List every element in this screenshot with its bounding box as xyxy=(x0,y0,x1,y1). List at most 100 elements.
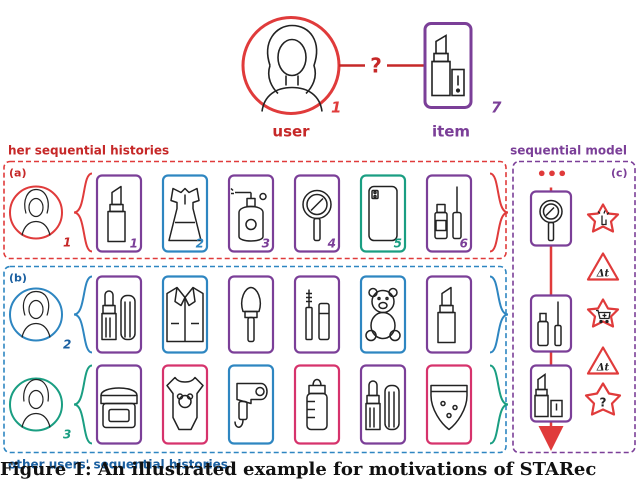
sequential-model-label: sequential model xyxy=(510,144,627,158)
woman-avatar-icon xyxy=(21,290,51,338)
history-item-box xyxy=(227,275,275,354)
panel-a-tag: (a) xyxy=(9,167,26,180)
history-item: 6 xyxy=(425,174,473,253)
panel-a-user-circle xyxy=(9,185,63,240)
panel-b-user3-circle xyxy=(9,377,63,432)
teddy-bear-icon xyxy=(365,287,401,342)
panel-c-frame xyxy=(512,160,636,454)
panel-a-right-brace xyxy=(489,172,509,253)
history-item-number: 1 xyxy=(130,237,138,251)
lipstick-pair-icon xyxy=(101,290,136,341)
history-item: 1 xyxy=(95,174,143,253)
panel-a: (a) 1 1 2 3 4 5 6 xyxy=(3,160,509,260)
add-to-cart-icon xyxy=(596,309,611,324)
top-item-label: item xyxy=(432,123,470,141)
panel-b: (b) 2 3 xyxy=(3,265,509,454)
dress-icon xyxy=(168,187,202,242)
panel-c: (c) ••• xyxy=(512,160,636,454)
top-user-circle xyxy=(241,16,341,115)
history-item-number: 2 xyxy=(196,237,204,251)
top-item: 7 item xyxy=(423,22,502,141)
lip-gloss-icon xyxy=(434,186,462,240)
question-star-shape xyxy=(584,382,622,416)
top-user-label: user xyxy=(272,123,310,141)
history-item xyxy=(161,364,209,445)
history-item-number: 6 xyxy=(460,237,468,251)
perfume-icon xyxy=(230,187,267,242)
panel-a-left-brace xyxy=(73,172,93,253)
seq-item-gloss-box xyxy=(529,294,573,353)
woman-avatar-icon xyxy=(21,378,51,428)
panel-a-frame xyxy=(3,160,507,260)
history-item: 5 xyxy=(359,174,407,253)
history-item-box xyxy=(161,364,209,445)
history-item-number: 5 xyxy=(394,237,402,251)
figure-caption: Figure 1: An illustrated example for mot… xyxy=(0,459,597,480)
panel-b-user2-circle xyxy=(9,287,63,342)
panel-c-dots: ••• xyxy=(537,165,568,184)
phone-icon xyxy=(368,185,398,242)
history-item xyxy=(227,364,275,445)
history-item-box xyxy=(425,364,473,445)
top-user: 1 user xyxy=(241,16,341,141)
history-item-box xyxy=(293,275,341,354)
delta-t-triangle-1 xyxy=(586,252,620,281)
history-item xyxy=(161,275,209,354)
panel-b-row3-right-brace xyxy=(489,364,509,445)
cream-jar-icon xyxy=(100,387,138,429)
woman-avatar-icon xyxy=(21,188,51,236)
panel-b-row3-left-brace xyxy=(73,364,93,445)
hand-mirror-icon xyxy=(302,189,332,242)
lip-gloss-icon xyxy=(537,301,562,347)
baby-onesie-icon xyxy=(166,376,204,431)
history-item-number: 4 xyxy=(327,237,336,251)
history-item-box xyxy=(293,364,341,445)
history-item-box xyxy=(227,174,275,253)
history-item-box xyxy=(95,364,143,445)
history-item-box xyxy=(359,275,407,354)
history-item xyxy=(227,275,275,354)
top-item-number: 7 xyxy=(491,99,502,117)
history-item-box xyxy=(293,174,341,253)
history-item xyxy=(359,364,407,445)
history-item: 2 xyxy=(161,174,209,253)
delta-t-label-1: Δt xyxy=(596,269,610,280)
other-histories-label: other users' sequential histories xyxy=(8,458,228,472)
panel-b-tag: (b) xyxy=(9,272,27,285)
history-item xyxy=(293,275,341,354)
lipstick-icon xyxy=(534,373,563,418)
history-item-number: 3 xyxy=(262,237,270,251)
history-item-box xyxy=(425,174,473,253)
seq-item-lipstick-box xyxy=(529,364,573,423)
history-item xyxy=(293,364,341,445)
click-star-shape xyxy=(586,203,620,233)
mascara-icon xyxy=(305,289,330,341)
woman-avatar-icon xyxy=(261,24,323,112)
delta-t-triangle-2 xyxy=(586,346,620,375)
delta-t-label-2: Δt xyxy=(596,363,610,374)
history-item: 3 xyxy=(227,174,275,253)
history-item xyxy=(425,275,473,354)
hand-mirror-icon xyxy=(539,199,563,242)
question-star-label: ? xyxy=(600,396,607,410)
history-item-box xyxy=(227,364,275,445)
history-item xyxy=(95,364,143,445)
panel-b-frame xyxy=(3,265,507,454)
top-user-number: 1 xyxy=(331,99,341,117)
top-question-mark: ? xyxy=(370,54,382,78)
blazer-icon xyxy=(166,286,204,343)
baby-bottle-icon xyxy=(306,378,328,431)
panel-a-user-number: 1 xyxy=(63,236,71,250)
top-item-box xyxy=(423,22,473,109)
history-item-box xyxy=(161,174,209,253)
diaper-icon xyxy=(430,384,468,431)
panel-b-row2-left-brace xyxy=(73,275,93,354)
lipstick-icon xyxy=(107,185,126,243)
history-item xyxy=(425,364,473,445)
lipstick-pair-icon xyxy=(365,380,400,431)
panel-b-row2-right-brace xyxy=(489,275,509,354)
lipstick-icon xyxy=(431,34,465,97)
history-item: 4 xyxy=(293,174,341,253)
lipstick-icon xyxy=(437,286,456,344)
